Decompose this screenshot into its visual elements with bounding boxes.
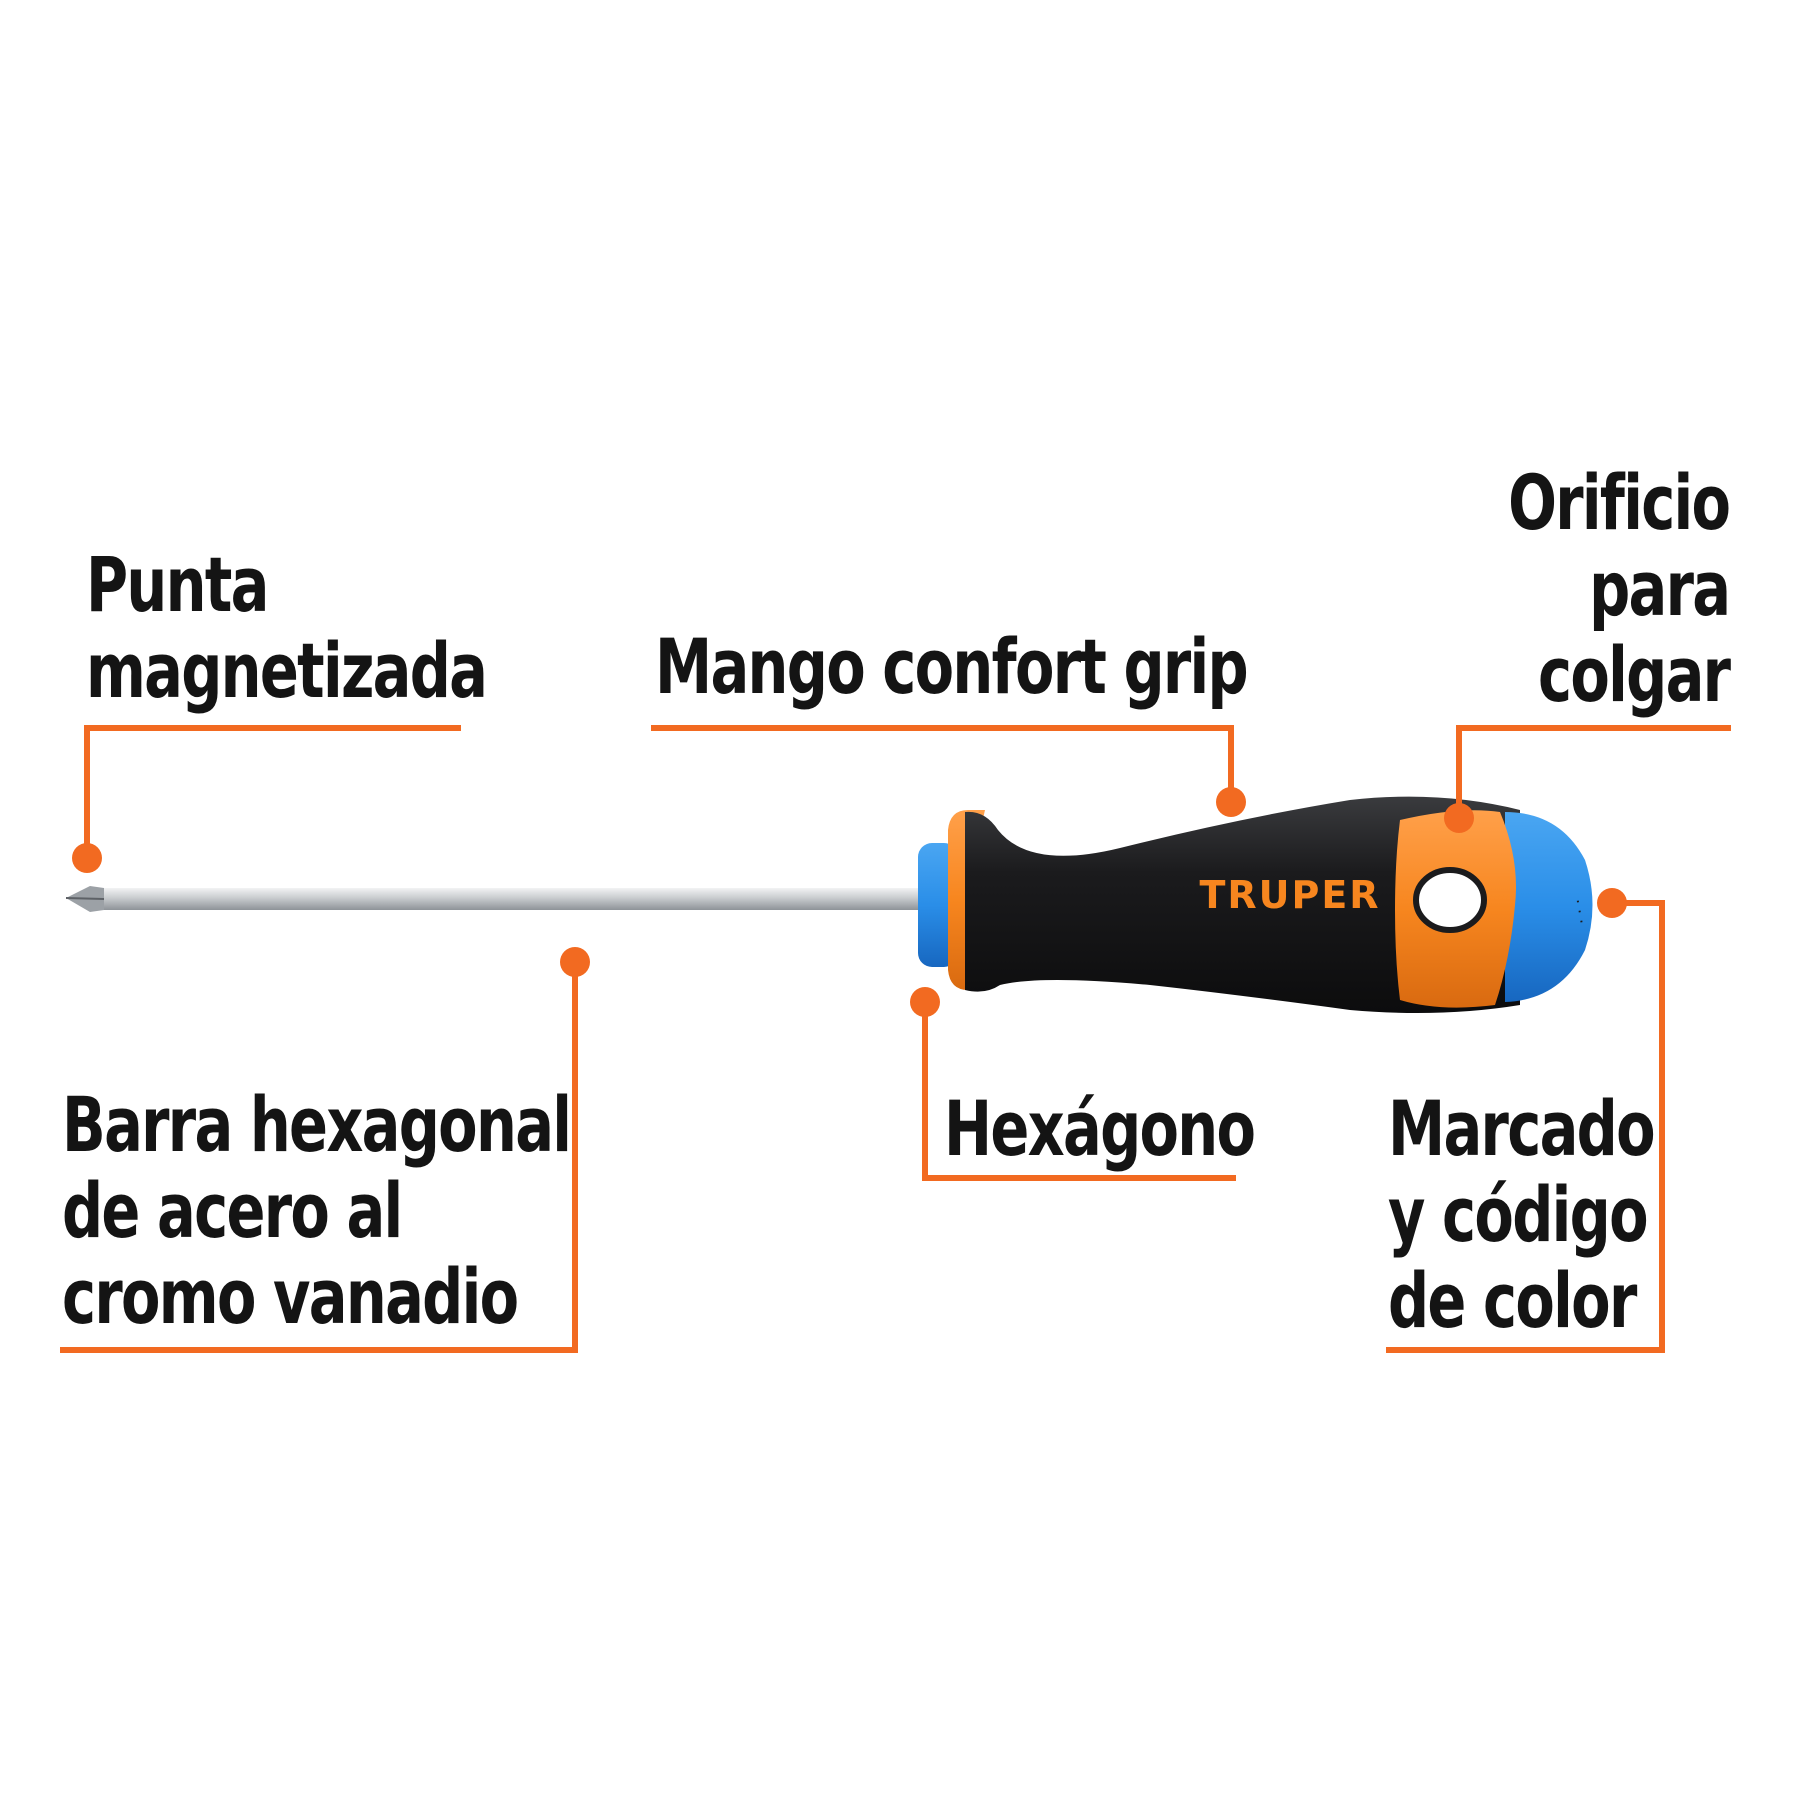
hanging-hole	[1413, 867, 1487, 933]
marcado-leader-line	[1386, 900, 1665, 1353]
hexagono-line-1: Hexágono	[944, 1084, 1256, 1173]
marcado-line-2: y código	[1388, 1170, 1649, 1259]
hexagonal-bar	[65, 886, 920, 912]
punta-line-2: magnetizada	[86, 626, 488, 715]
mango-label: Mango confort grip	[655, 622, 1249, 711]
mango-leader-line	[651, 725, 1234, 802]
barra-line-3: cromo vanadio	[62, 1252, 519, 1341]
hexagono-label: Hexágono	[944, 1084, 1256, 1173]
barra-line-1: Barra hexagonal	[62, 1080, 572, 1169]
marcado-line-3: de color	[1388, 1256, 1637, 1345]
barra-dot	[560, 947, 590, 977]
mango-dot	[1216, 787, 1246, 817]
orificio-leader-line	[1456, 725, 1731, 818]
hexagono-dot	[910, 987, 940, 1017]
orificio-dot	[1444, 803, 1474, 833]
blue-end-cap	[1505, 812, 1593, 1002]
orificio-label: Orificio para colgar	[1507, 458, 1731, 719]
punta-line-1: Punta	[86, 540, 269, 629]
orificio-line-1: Orificio	[1507, 458, 1731, 547]
callout-lines	[60, 725, 1731, 1353]
punta-label: Punta magnetizada	[86, 540, 488, 715]
mango-line-1: Mango confort grip	[655, 622, 1249, 711]
barra-line-2: de acero al	[62, 1166, 403, 1255]
marcado-label: Marcado y código de color	[1388, 1084, 1656, 1345]
brand-logo: TRUPER	[1199, 873, 1380, 917]
punta-leader-line	[84, 725, 461, 858]
marcado-line-1: Marcado	[1388, 1084, 1656, 1173]
barra-label: Barra hexagonal de acero al cromo vanadi…	[62, 1080, 572, 1341]
handle-body	[965, 796, 1520, 1014]
hexagono-leader-line	[922, 1002, 1236, 1181]
marcado-dot	[1597, 888, 1627, 918]
orificio-line-2: para	[1588, 544, 1731, 633]
callout-dots	[72, 787, 1627, 1017]
barra-leader-line	[60, 962, 578, 1353]
cap-marking: · · ·	[1568, 897, 1591, 925]
orificio-line-3: colgar	[1537, 630, 1731, 719]
punta-dot	[72, 843, 102, 873]
